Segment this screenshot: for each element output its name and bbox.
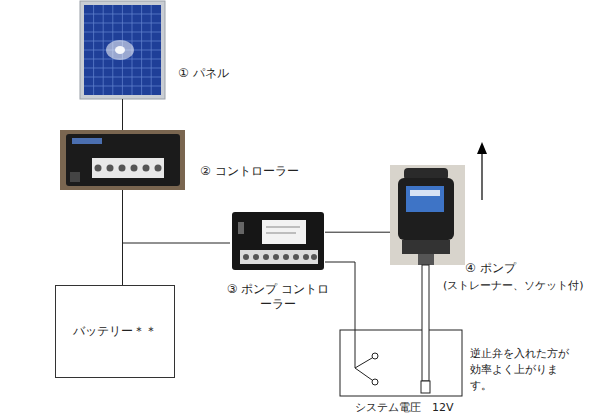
outlet-arrowhead bbox=[477, 142, 487, 154]
float-switch-symbol bbox=[355, 353, 378, 385]
battery-box: バッテリー＊＊ bbox=[55, 285, 175, 378]
wire-connector bbox=[122, 99, 123, 130]
wire-connector bbox=[123, 190, 231, 243]
charge-controller-picture bbox=[60, 130, 185, 190]
node-label: ① パネル bbox=[178, 66, 298, 81]
pump-picture bbox=[390, 165, 465, 265]
node-label: ④ ポンプ bbox=[465, 261, 565, 276]
node-label: (ストレーナー、ソケット付) bbox=[443, 278, 593, 293]
pump-controller: ③ ポンプ コントローラー bbox=[230, 210, 325, 270]
charge-controller: ② コントローラー bbox=[60, 130, 185, 190]
pump: ④ ポンプ(ストレーナー、ソケット付) bbox=[390, 165, 465, 265]
wire-connector bbox=[122, 190, 123, 285]
outlet-arrow bbox=[481, 152, 482, 200]
suction-pipe bbox=[422, 265, 429, 381]
strainer bbox=[421, 381, 430, 393]
solar-panel: ① パネル bbox=[80, 1, 165, 99]
wire-connector bbox=[325, 232, 390, 233]
note-text: 逆止弁を入れた方が 効率よく上がります。 bbox=[470, 346, 570, 394]
float-switch-wire bbox=[325, 262, 355, 368]
node-label: ③ ポンプ コントローラー bbox=[226, 282, 330, 312]
system-voltage: システム電圧 12V bbox=[355, 400, 495, 414]
solar-panel-picture bbox=[80, 1, 165, 99]
water-tank bbox=[340, 330, 462, 396]
node-label: ② コントローラー bbox=[200, 164, 350, 179]
pump-controller-picture bbox=[232, 212, 324, 270]
node-label: バッテリー＊＊ bbox=[73, 324, 157, 339]
